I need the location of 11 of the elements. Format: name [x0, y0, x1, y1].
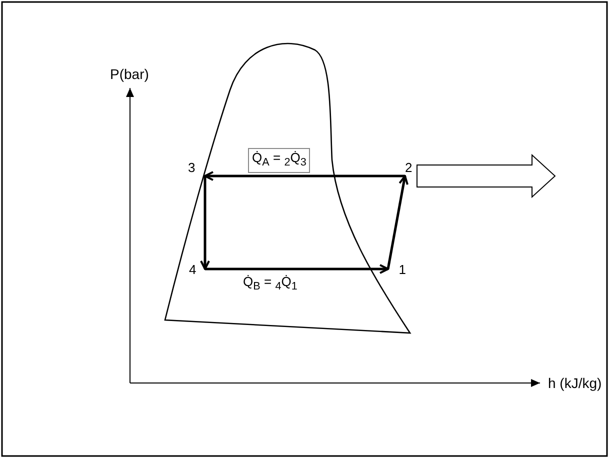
point-number: 2	[405, 160, 412, 176]
arrow	[204, 171, 405, 181]
edge-label: Q̇$_{A}$ = $_{2}$Q̇$_{3}$	[248, 148, 310, 173]
arrow	[386, 175, 408, 270]
arrow	[200, 176, 210, 270]
point-number: 4	[189, 262, 196, 278]
point-number: 3	[188, 160, 196, 176]
axis-label: h (kJ/kg)	[548, 375, 602, 391]
axis-label: P(bar)	[110, 66, 149, 82]
point-number: 1	[398, 262, 406, 278]
arrow	[205, 264, 389, 274]
